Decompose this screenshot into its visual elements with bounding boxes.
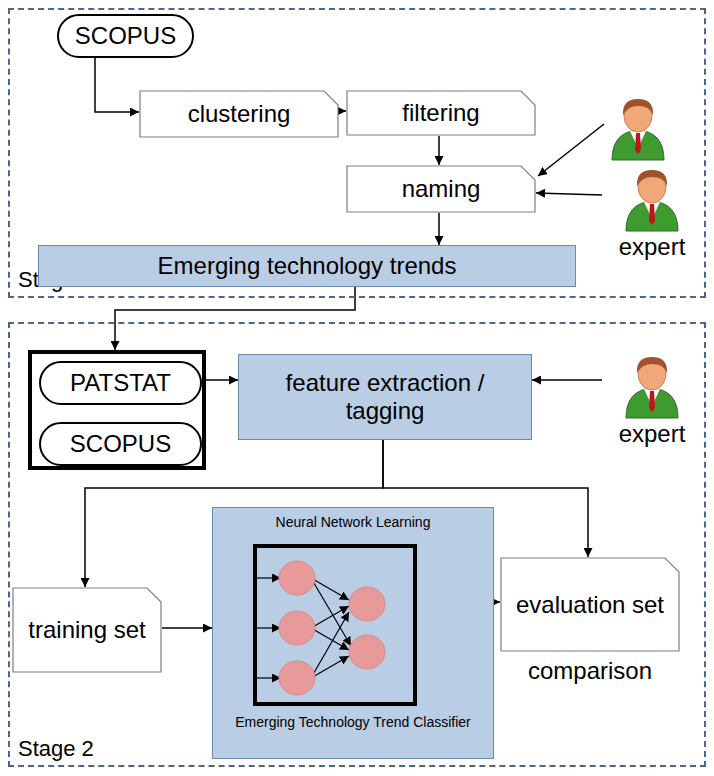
expert-figure	[612, 99, 664, 160]
database-group: PATSTAT SCOPUS	[28, 350, 206, 470]
database-pill: SCOPUS	[57, 14, 194, 58]
note-text: clustering	[188, 100, 291, 128]
expert-arrow	[538, 124, 604, 176]
connector	[95, 58, 139, 112]
database-name: SCOPUS	[75, 22, 176, 50]
expert-label: expert	[602, 233, 702, 261]
connector	[162, 627, 212, 629]
note-text: naming	[402, 175, 481, 203]
box-heading: Neural Network Learning	[219, 514, 487, 530]
classifier-box: Neural Network LearningEmerging Technolo…	[212, 507, 494, 759]
expert-icon: expert	[602, 167, 702, 279]
stage-label: Stage 2	[18, 736, 94, 761]
data-set-note: evaluation set comparison	[500, 557, 680, 697]
data-set-note: training set	[12, 587, 162, 673]
neural-network-illustration	[245, 540, 425, 710]
box-text: Emerging technology trends	[158, 252, 457, 280]
note-text: filtering	[402, 99, 479, 127]
expert-label: expert	[602, 420, 702, 448]
stage-region: Stage 1SCOPUSclusteringfilteringnamingEm…	[8, 8, 706, 298]
result-box: Emerging technology trends	[38, 245, 576, 287]
connector	[536, 193, 602, 195]
expert-figure	[620, 167, 684, 233]
note-shape: evaluation set	[500, 557, 680, 652]
note-text: evaluation set	[516, 591, 664, 619]
connector	[532, 379, 602, 381]
database-pill: SCOPUS	[39, 422, 202, 466]
process-note: naming	[346, 165, 536, 213]
database-pill: PATSTAT	[39, 361, 202, 405]
expert-figure	[620, 354, 684, 420]
database-name: PATSTAT	[70, 369, 171, 397]
connector	[438, 213, 440, 245]
stage-region: Stage 2 PATSTAT SCOPUS feature extraction /…	[8, 322, 706, 767]
note-caption: comparison	[500, 657, 680, 685]
connector	[494, 601, 500, 603]
process-note: filtering	[346, 90, 536, 136]
connector	[438, 136, 440, 165]
expert-icon: expert	[602, 354, 702, 466]
process-box: feature extraction / tagging	[238, 354, 532, 440]
connector	[206, 379, 238, 381]
process-note: clustering	[139, 90, 339, 138]
database-name: SCOPUS	[70, 430, 171, 458]
box-text: feature extraction / tagging	[247, 369, 523, 424]
note-text: training set	[28, 616, 145, 644]
box-caption: Emerging Technology Trend Classifier	[219, 714, 487, 730]
connector	[339, 110, 346, 112]
